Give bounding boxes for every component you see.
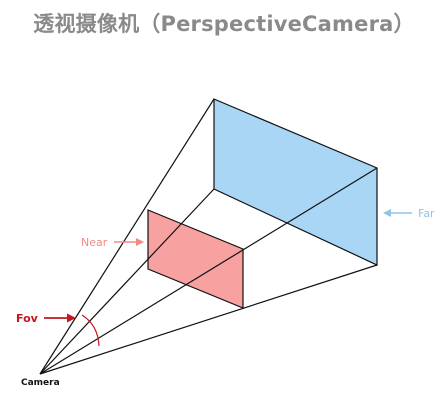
far-plane: [213, 98, 378, 266]
near-arrow: [114, 238, 144, 246]
page-title: 透视摄像机（PerspectiveCamera）: [33, 12, 415, 36]
fov-arc: [81, 314, 100, 347]
far-arrow: [383, 209, 412, 217]
frustum-edges: [39, 98, 378, 375]
far-label: Far: [418, 207, 435, 220]
fov-label: Fov: [16, 312, 39, 325]
fov-arrow: [44, 313, 76, 323]
camera-label: Camera: [21, 378, 60, 388]
near-label: Near: [81, 236, 108, 249]
